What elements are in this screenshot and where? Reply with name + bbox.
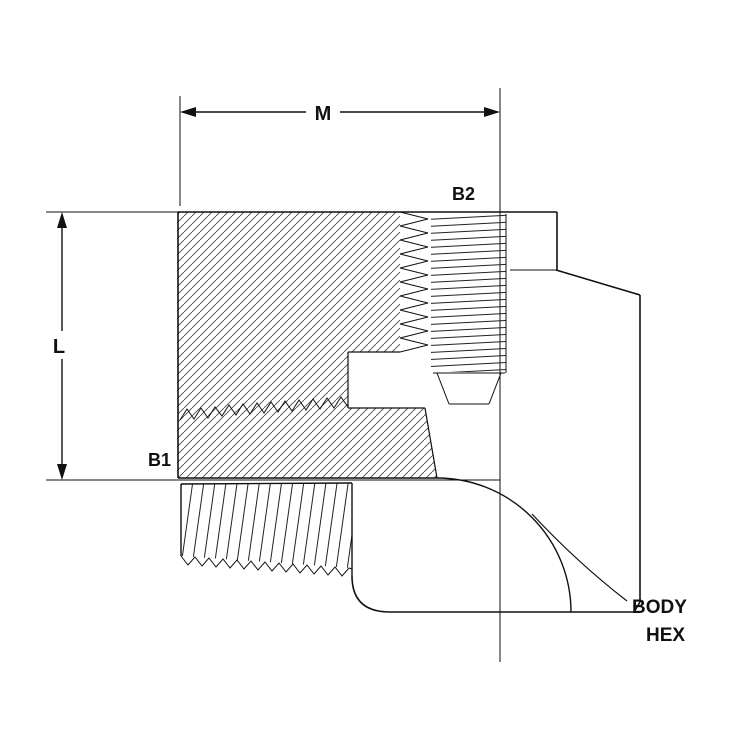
arrowhead-m-right — [484, 107, 500, 117]
male-thread-lines — [181, 483, 352, 568]
body-bottom-left-fillet — [351, 575, 391, 613]
body-hex-callout-line1: BODY — [632, 597, 687, 618]
section-hatch-area — [178, 212, 437, 478]
elbow-inner-arc — [436, 477, 572, 613]
body-hex-leader-line — [531, 513, 628, 602]
label-b1: B1 — [148, 450, 171, 470]
bore-wall-slant — [424, 407, 438, 479]
bore-transition-right — [488, 372, 502, 405]
male-thread-profile-bottom — [180, 555, 353, 577]
hex-top-chamfer — [555, 269, 641, 296]
female-thread-lines — [431, 214, 506, 372]
body-hex-callout-line2: HEX — [646, 625, 685, 646]
body-corner-chamfer — [633, 601, 641, 613]
dimension-l-label-bg — [46, 331, 74, 359]
dimension-m-label-bg — [306, 97, 340, 125]
male-thread-crest-top — [180, 482, 353, 485]
bore-transition-left — [436, 372, 450, 405]
dimension-l-label: L — [53, 336, 65, 358]
arrowhead-m-left — [180, 107, 196, 117]
male-thread-section-profile — [179, 396, 349, 421]
female-thread-profile — [399, 211, 429, 353]
arrowhead-l-top — [57, 212, 67, 228]
arrowhead-l-bottom — [57, 464, 67, 480]
dimension-m-label: M — [315, 103, 332, 125]
label-b2: B2 — [452, 184, 475, 204]
